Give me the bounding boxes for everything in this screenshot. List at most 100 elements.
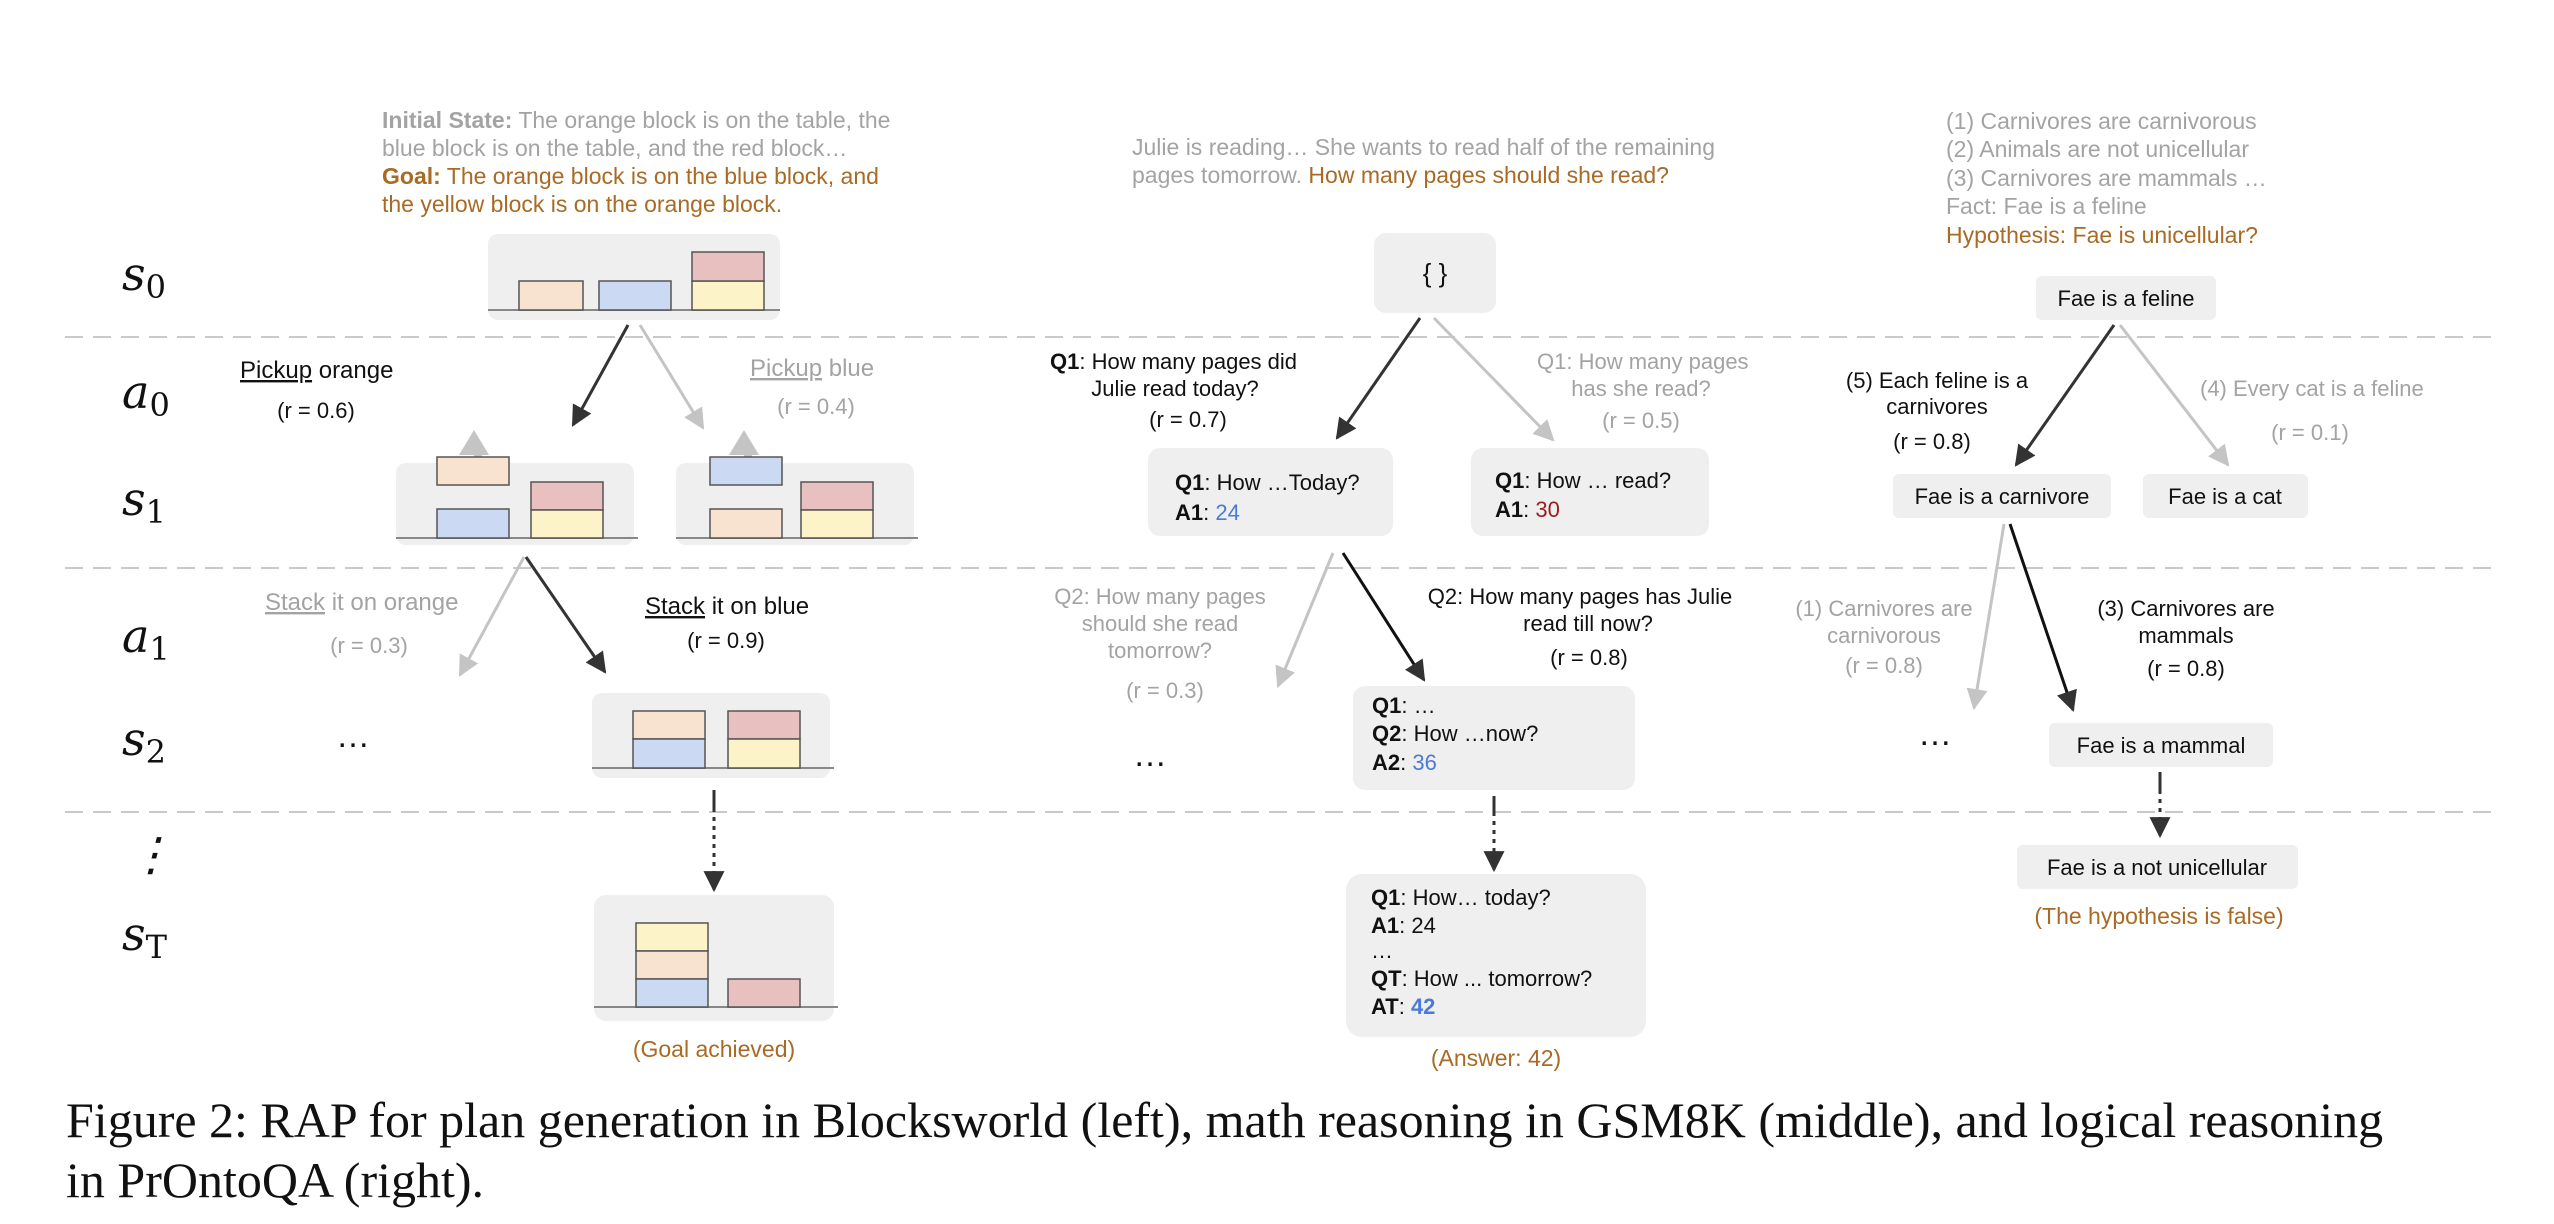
- blocksworld-goal-2: the yellow block is on the orange block.: [382, 191, 782, 217]
- row-labels: s0 a0 s1 a1 s2 ⋮ sT: [122, 247, 174, 966]
- prontoqa-a1-right-1: (3) Carnivores are: [2097, 596, 2274, 621]
- blocksworld-initial-state: Initial State: The orange block is on th…: [382, 107, 890, 133]
- row-label-s0: s0: [122, 247, 166, 306]
- gsm8k-s1-left-state: [1148, 448, 1393, 536]
- block-red: [691, 251, 765, 282]
- prontoqa-a0-left-reward: (r = 0.8): [1893, 429, 1971, 454]
- gsm8k-s1-right-a: A1: 30: [1495, 497, 1560, 522]
- arrow-gsm-q2-now: [1341, 552, 1426, 682]
- action-pickup-blue: Pickup blue: [750, 355, 874, 382]
- prontoqa-a1-left-reward: (r = 0.8): [1845, 653, 1923, 678]
- gsm8k-a0-left-reward: (r = 0.7): [1149, 407, 1227, 432]
- prontoqa-a0-right-1: (4) Every cat is a feline: [2200, 376, 2424, 401]
- reward-stack-blue: (r = 0.9): [687, 628, 765, 653]
- row-label-s1: s1: [122, 472, 166, 531]
- reward-pickup-blue: (r = 0.4): [777, 394, 855, 419]
- prontoqa-s1-right-label: Fae is a cat: [2168, 484, 2282, 509]
- arrow-pickup-blue: [638, 324, 705, 430]
- arrow-stack-orange: [458, 556, 526, 677]
- gsm8k-final-q1: Q1: How… today?: [1371, 885, 1551, 910]
- gsm8k-s1-left-q: Q1: How …Today?: [1175, 470, 1360, 495]
- gsm8k-final-a1: A1: 24: [1371, 913, 1436, 938]
- gsm8k-result: (Answer: 42): [1431, 1045, 1561, 1071]
- prontoqa-a1-right-reward: (r = 0.8): [2147, 656, 2225, 681]
- gsm8k-final-qt: QT: How ... tomorrow?: [1371, 966, 1592, 991]
- blocksworld-s1-right-state: [676, 430, 918, 545]
- gsm8k-question-1: Julie is reading… She wants to read half…: [1132, 134, 1715, 160]
- prontoqa-root-state: [2036, 276, 2216, 320]
- prontoqa-ellipsis: …: [1918, 715, 1952, 753]
- figure-caption-line-2: in PrOntoQA (right).: [66, 1152, 484, 1208]
- gsm8k-a1-left-2: should she read: [1082, 611, 1239, 636]
- row-label-s2: s2: [122, 712, 166, 771]
- prontoqa-final-state: [2017, 845, 2298, 889]
- gsm8k-a0-right-1: Q1: How many pages: [1537, 349, 1749, 374]
- blocksworld-initial-state-2: blue block is on the table, and the red …: [382, 135, 847, 161]
- gsm8k-root-state: [1374, 233, 1496, 313]
- prontoqa-a1-left-1: (1) Carnivores are: [1795, 596, 1972, 621]
- prontoqa-root-label: Fae is a feline: [2058, 286, 2195, 311]
- block-yellow: [691, 280, 765, 311]
- arrow-gsm-q1-read: [1432, 316, 1555, 442]
- lift-arrow-icon: [459, 430, 489, 460]
- row-label-dots: ⋮: [128, 827, 174, 881]
- blocksworld-ellipsis: …: [336, 717, 370, 755]
- figure-caption-line-1: Figure 2: RAP for plan generation in Blo…: [66, 1092, 2383, 1148]
- row-label-a0: a0: [122, 365, 170, 424]
- prontoqa-s2-label: Fae is a mammal: [2077, 733, 2246, 758]
- blocksworld-result: (Goal achieved): [633, 1036, 795, 1062]
- gsm8k-question-2: pages tomorrow. How many pages should sh…: [1132, 162, 1669, 188]
- gsm8k-a1-left-1: Q2: How many pages: [1054, 584, 1266, 609]
- row-label-st: sT: [122, 907, 168, 966]
- arrow-pronto-cat-feline: [2118, 324, 2230, 467]
- gsm8k-final-dots: …: [1371, 938, 1393, 963]
- gsm8k-a0-right-reward: (r = 0.5): [1602, 408, 1680, 433]
- gsm8k-ellipsis: …: [1133, 736, 1167, 774]
- prontoqa-hypothesis: Hypothesis: Fae is unicellular?: [1946, 222, 2258, 248]
- prontoqa-a0-left-2: carnivores: [1886, 394, 1987, 419]
- prontoqa-premise-2: (2) Animals are not unicellular: [1946, 136, 2249, 162]
- prontoqa-panel: (1) Carnivores are carnivorous (2) Anima…: [1795, 108, 2423, 929]
- gsm8k-a1-left-3: tomorrow?: [1108, 638, 1212, 663]
- gsm8k-a1-right-reward: (r = 0.8): [1550, 645, 1628, 670]
- gsm8k-s2-q2: Q2: How …now?: [1372, 721, 1538, 746]
- reward-pickup-orange: (r = 0.6): [277, 398, 355, 423]
- prontoqa-s1-right-state: [2143, 474, 2308, 518]
- prontoqa-s1-left-label: Fae is a carnivore: [1915, 484, 2090, 509]
- gsm8k-a1-left-reward: (r = 0.3): [1126, 678, 1204, 703]
- prontoqa-s1-left-state: [1893, 474, 2111, 518]
- blocksworld-s0-state: [488, 234, 780, 320]
- gsm8k-a0-right-2: has she read?: [1571, 376, 1710, 401]
- gsm8k-s2-state: [1353, 686, 1635, 790]
- arrow-pronto-mammal: [2008, 523, 2077, 712]
- prontoqa-premise-1: (1) Carnivores are carnivorous: [1946, 108, 2257, 134]
- gsm8k-s1-right-state: [1471, 448, 1709, 536]
- arrow-pronto-feline-carnivore: [2014, 324, 2116, 467]
- arrow-stack-blue: [524, 556, 607, 674]
- prontoqa-result: (The hypothesis is false): [2034, 903, 2283, 929]
- row-separators: [65, 336, 2500, 813]
- gsm8k-s1-left-a: A1: 24: [1175, 500, 1240, 525]
- blocksworld-goal-state: [594, 895, 838, 1021]
- prontoqa-final-label: Fae is a not unicellular: [2047, 855, 2267, 880]
- reward-stack-orange: (r = 0.3): [330, 633, 408, 658]
- blocksworld-goal: Goal: The orange block is on the blue bl…: [382, 163, 879, 189]
- block-orange: [518, 280, 584, 311]
- gsm8k-final-at: AT: 42: [1371, 994, 1435, 1019]
- prontoqa-s2-state: [2049, 723, 2273, 767]
- blocksworld-s1-left-state: [396, 430, 638, 545]
- block-blue: [598, 280, 672, 311]
- gsm8k-final-state: [1346, 874, 1646, 1037]
- action-pickup-orange: Pickup orange: [240, 357, 393, 384]
- prontoqa-premise-3: (3) Carnivores are mammals …: [1946, 165, 2267, 191]
- action-stack-blue: Stack it on blue: [645, 593, 809, 620]
- gsm8k-s1-right-q: Q1: How … read?: [1495, 468, 1671, 493]
- prontoqa-a0-left-1: (5) Each feline is a: [1846, 368, 2029, 393]
- arrow-pickup-orange: [571, 324, 630, 427]
- arrow-pronto-carnivorous: [1966, 523, 2006, 711]
- prontoqa-a0-right-reward: (r = 0.1): [2271, 420, 2349, 445]
- gsm8k-panel: Julie is reading… She wants to read half…: [1050, 134, 1749, 1071]
- blocksworld-panel: Initial State: The orange block is on th…: [240, 107, 918, 1062]
- arrow-gsm-q2-tomorrow: [1275, 552, 1335, 688]
